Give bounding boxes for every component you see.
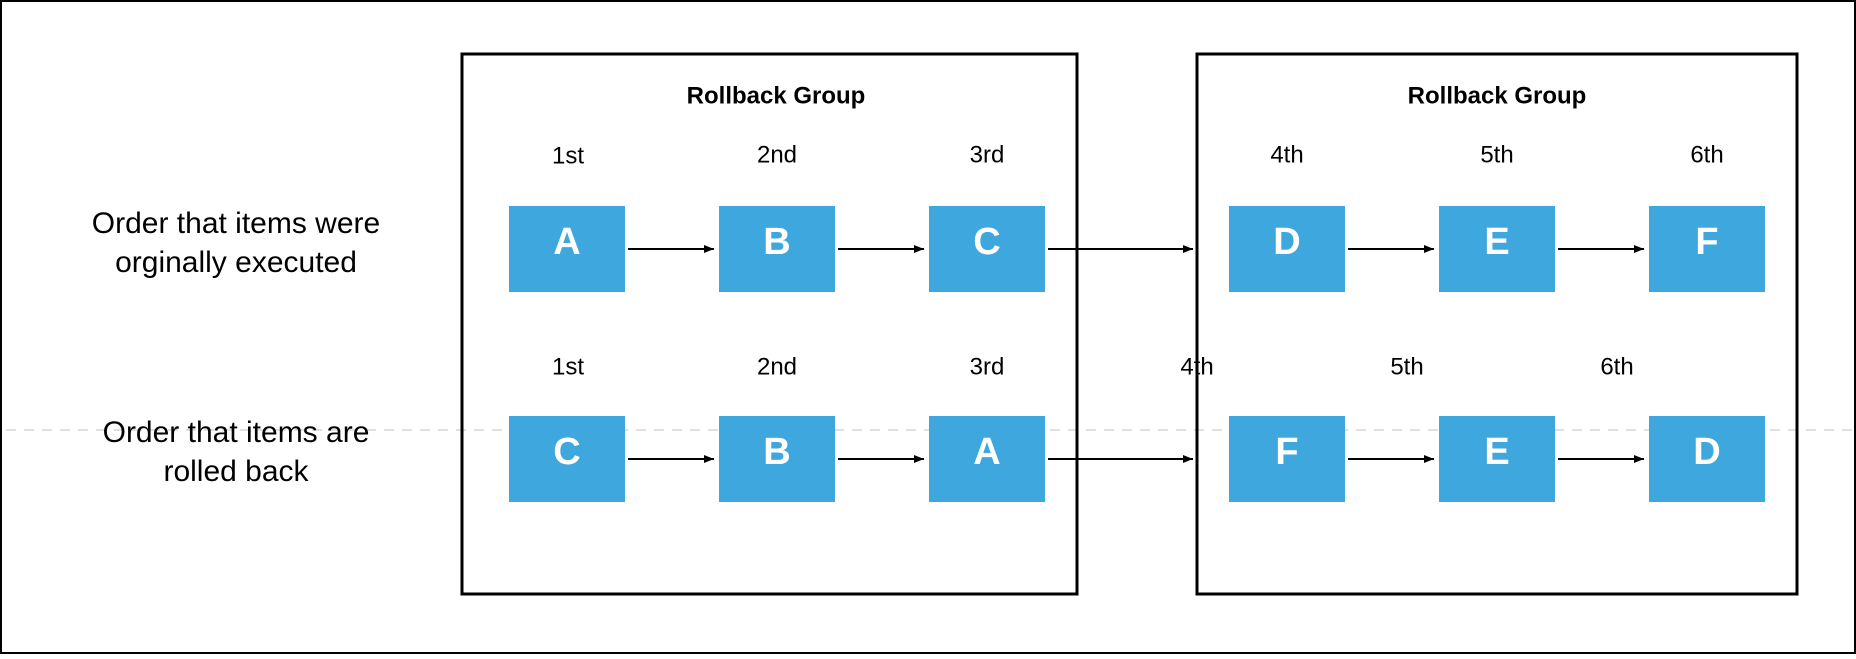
item-box-label: C	[973, 221, 1000, 263]
rollback-group-1-title: Rollback Group	[687, 82, 866, 109]
item-box-label: D	[1693, 431, 1720, 473]
row-2-label-line-2: rolled back	[163, 455, 309, 488]
rollback-group-2-frame	[1195, 52, 1799, 596]
item-box: E	[1439, 206, 1555, 292]
row-2-ordinal: 5th	[1390, 353, 1423, 380]
item-box: C	[509, 416, 625, 502]
row-1-ordinal: 2nd	[757, 141, 797, 168]
row-1-label-line-2: orginally executed	[115, 246, 357, 279]
item-box: F	[1229, 416, 1345, 502]
rollback-group-2-title: Rollback Group	[1408, 82, 1587, 109]
item-box-label: B	[763, 431, 790, 473]
item-box: F	[1649, 206, 1765, 292]
row-2-ordinal: 4th	[1180, 353, 1213, 380]
item-box: C	[929, 206, 1045, 292]
item-box-label: D	[1273, 221, 1300, 263]
row-2-ordinal: 2nd	[757, 353, 797, 380]
item-box-label: C	[553, 431, 580, 473]
row-2-label-line-1: Order that items are	[103, 416, 370, 449]
item-box-label: A	[553, 221, 580, 263]
row-2-ordinal: 6th	[1600, 353, 1633, 380]
row-2-ordinal: 3rd	[970, 353, 1005, 380]
item-box: A	[929, 416, 1045, 502]
row-1-ordinal: 5th	[1480, 141, 1513, 168]
item-box-label: E	[1484, 221, 1509, 263]
row-1-ordinal: 6th	[1690, 141, 1723, 168]
row-1-ordinal: 3rd	[970, 141, 1005, 168]
item-box-label: F	[1695, 221, 1718, 263]
row-1-ordinal: 4th	[1270, 141, 1303, 168]
item-box: B	[719, 206, 835, 292]
item-box-label: A	[973, 431, 1000, 473]
item-box: D	[1229, 206, 1345, 292]
item-box: D	[1649, 416, 1765, 502]
item-box: A	[509, 206, 625, 292]
item-box-label: B	[763, 221, 790, 263]
row-1-label-line-1: Order that items were	[92, 207, 380, 240]
row-1-ordinal: 1st	[552, 142, 584, 169]
rollback-group-1-frame	[460, 52, 1079, 596]
item-box: B	[719, 416, 835, 502]
row-2-ordinal: 1st	[552, 353, 584, 380]
item-box: E	[1439, 416, 1555, 502]
item-box-label: E	[1484, 431, 1509, 473]
item-box-label: F	[1275, 431, 1298, 473]
